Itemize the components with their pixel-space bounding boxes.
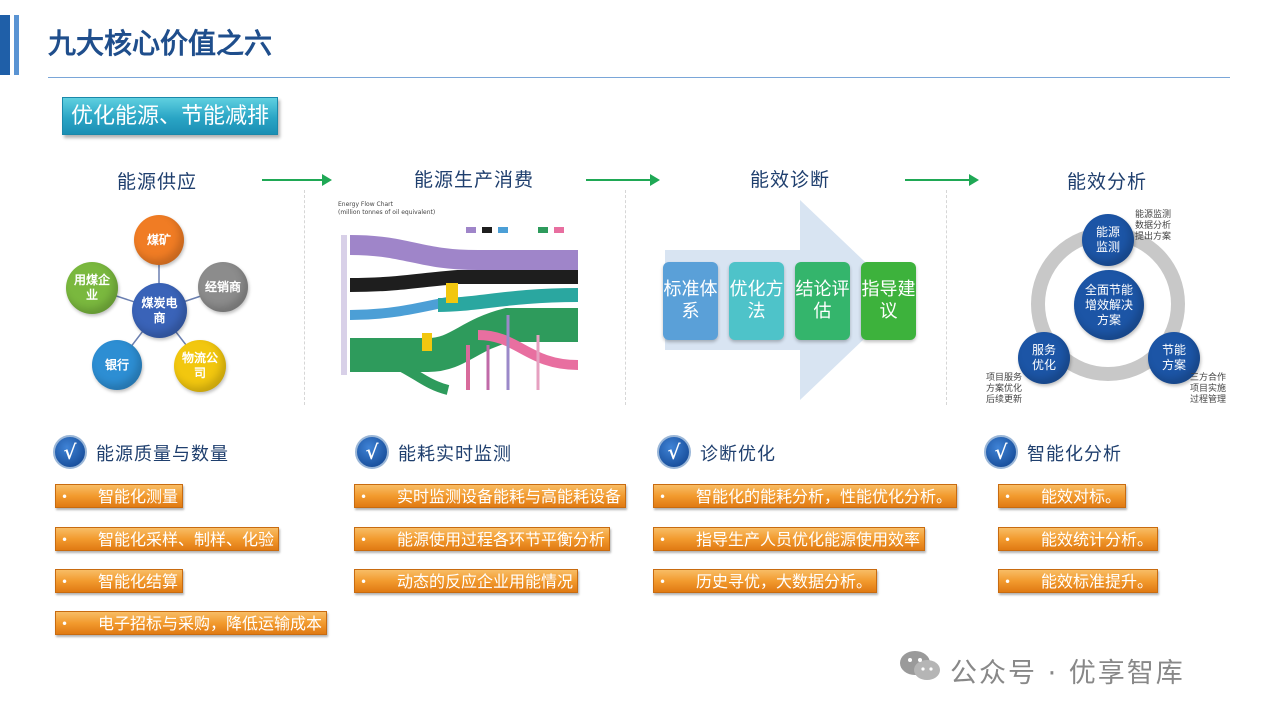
note-line: 三方合作 — [1190, 373, 1227, 383]
section-title-quality: 能源质量与数量 — [96, 444, 229, 465]
analysis-node-monitor: 能源监测 — [1082, 214, 1134, 266]
check-icon: √ — [984, 435, 1018, 469]
bullet-item: 智能化的能耗分析，性能优化分析。 — [653, 484, 958, 509]
energy-flow-chart: Energy Flow Chart (million tonnes of oil… — [338, 201, 586, 397]
header-accent-bar-light — [14, 15, 19, 75]
analysis-note-left: 项目服务 方案优化 后续更新 — [986, 373, 1022, 406]
bullet-item: 电子招标与采购，降低运输成本 — [55, 611, 328, 636]
stage-title-supply: 能源供应 — [117, 171, 198, 193]
diagnosis-step-evaluation: 结论评估 — [795, 262, 850, 340]
check-icon: √ — [355, 435, 389, 469]
diagnosis-step-method: 优化方法 — [729, 262, 784, 340]
stage-title-production: 能源生产消费 — [414, 169, 535, 191]
note-line: 项目实施 — [1190, 384, 1227, 394]
analysis-node-plan: 节能方案 — [1148, 332, 1200, 384]
bullet-item: 实时监测设备能耗与高能耗设备 — [354, 484, 627, 509]
bullet-item: 指导生产人员优化能源使用效率 — [653, 527, 926, 552]
node-mine: 煤矿 — [134, 215, 184, 265]
node-bank: 银行 — [92, 340, 142, 390]
column-separator — [625, 190, 626, 405]
header-divider — [48, 77, 1230, 78]
header-accent-bar — [0, 15, 10, 75]
analysis-node-service: 服务优化 — [1018, 332, 1070, 384]
subtitle-banner: 优化能源、节能减排 — [62, 97, 279, 135]
bullet-item: 动态的反应企业用能情况 — [354, 569, 579, 594]
note-line: 项目服务 — [986, 373, 1023, 383]
diagnosis-chevron-arrow-icon — [665, 200, 905, 400]
section-title-analysis: 智能化分析 — [1027, 444, 1122, 465]
wechat-icon — [898, 648, 942, 684]
note-line: 后续更新 — [986, 395, 1023, 405]
flow-arrow-icon — [262, 174, 332, 186]
node-coal-user: 用煤企业 — [66, 262, 118, 314]
check-icon: √ — [53, 435, 87, 469]
bullet-item: 能效对标。 — [998, 484, 1127, 509]
bullet-item: 智能化采样、制样、化验 — [55, 527, 280, 552]
watermark: 公众号 · 优享智库 — [950, 658, 1185, 689]
flow-arrow-icon — [905, 174, 979, 186]
note-line: 提出方案 — [1135, 232, 1172, 242]
node-logistics: 物流公司 — [174, 340, 226, 392]
analysis-note-right: 三方合作 项目实施 过程管理 — [1190, 373, 1226, 406]
page-title: 九大核心价值之六 — [48, 27, 273, 60]
note-line: 能源监测 — [1135, 210, 1172, 220]
bullet-item: 智能化结算 — [55, 569, 184, 594]
note-line: 过程管理 — [1190, 395, 1227, 405]
flow-chart-subtitle: (million tonnes of oil equivalent) — [338, 209, 436, 216]
bullet-item: 能效标准提升。 — [998, 569, 1159, 594]
bullet-item: 能效统计分析。 — [998, 527, 1159, 552]
analysis-center: 全面节能增效解决方案 — [1074, 270, 1144, 340]
sankey-diagram-icon — [341, 227, 579, 395]
note-line: 数据分析 — [1135, 221, 1172, 231]
flow-chart-title: Energy Flow Chart — [338, 201, 394, 208]
flow-arrow-icon — [586, 174, 660, 186]
diagnosis-step-standard: 标准体系 — [663, 262, 718, 340]
note-line: 方案优化 — [986, 384, 1023, 394]
stage-title-diagnosis: 能效诊断 — [750, 169, 831, 191]
stage-title-analysis: 能效分析 — [1067, 171, 1148, 193]
node-coal-ecommerce: 煤炭电商 — [132, 283, 187, 338]
node-dealer: 经销商 — [198, 262, 248, 312]
check-icon: √ — [657, 435, 691, 469]
bullet-item: 智能化测量 — [55, 484, 184, 509]
section-title-monitoring: 能耗实时监测 — [398, 444, 512, 465]
analysis-note-top: 能源监测 数据分析 提出方案 — [1135, 210, 1171, 243]
section-title-diagnosis: 诊断优化 — [700, 444, 776, 465]
column-separator — [304, 190, 305, 405]
column-separator — [946, 190, 947, 405]
bullet-item: 能源使用过程各环节平衡分析 — [354, 527, 611, 552]
diagnosis-step-guidance: 指导建议 — [861, 262, 916, 340]
bullet-item: 历史寻优，大数据分析。 — [653, 569, 878, 594]
